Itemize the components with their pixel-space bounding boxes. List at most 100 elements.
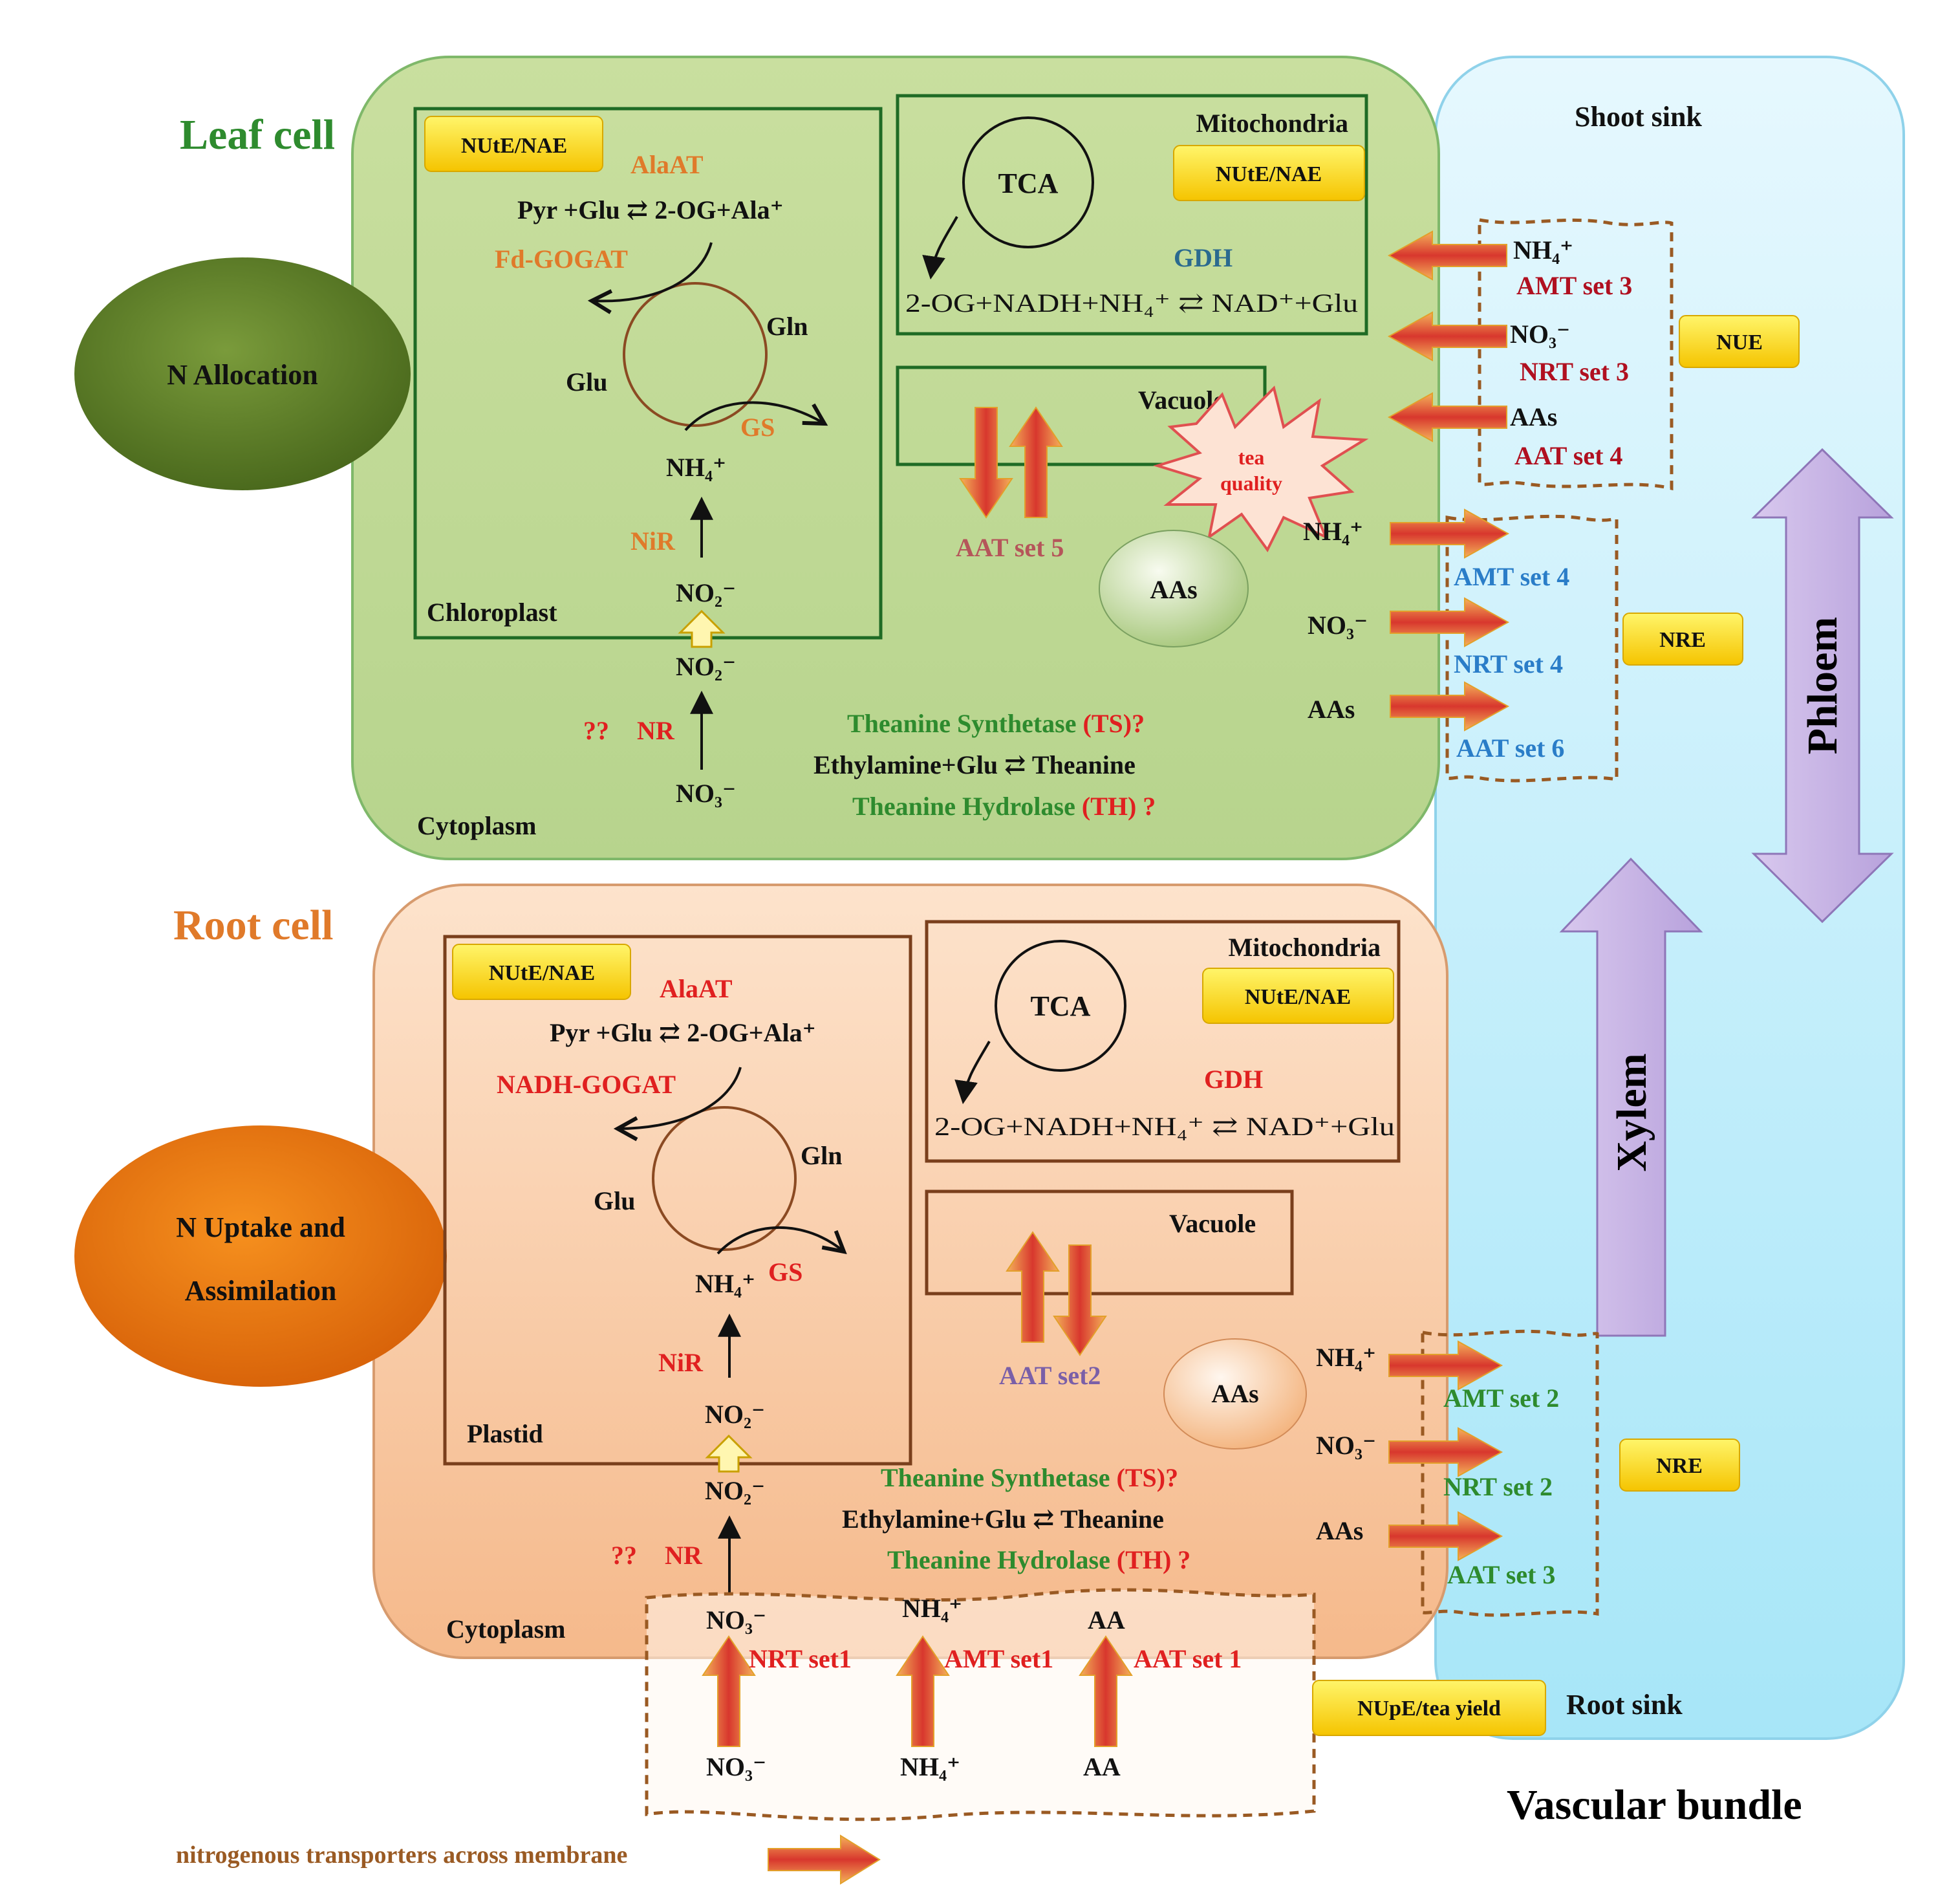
- leaf-aas-pool-label: AAs: [1150, 575, 1197, 604]
- leaf-in-nh4: NH₄⁺: [1513, 235, 1573, 265]
- leaf-in-no3: NO₃⁻: [1510, 320, 1570, 349]
- amt-set-4-label: AMT set 4: [1454, 562, 1569, 591]
- root-gs-gogat-cycle: [652, 1106, 797, 1251]
- aat-set-2-label: AAT set2: [999, 1361, 1101, 1390]
- nupe-badge: [1312, 1680, 1546, 1736]
- legend-transport-arrow: [768, 1834, 881, 1885]
- leaf-mito-badge-label: NUtE/NAE: [1216, 162, 1322, 186]
- leaf-inflow-transport-box: [1478, 217, 1674, 491]
- root-glu-label: Glu: [594, 1186, 635, 1215]
- leaf-gs-gogat-cycle: [623, 282, 768, 427]
- leaf-alaat-label: AlaAT: [630, 150, 704, 179]
- root-gogat-arrow: [613, 1067, 742, 1142]
- xylem-label: Xylem: [1608, 1053, 1655, 1171]
- root-gogat-label: NADH-GOGAT: [497, 1070, 676, 1099]
- aat-set1-arrow: [1079, 1635, 1133, 1747]
- n-uptake-oval: [74, 1125, 447, 1387]
- leaf-aas-pool: [1099, 530, 1249, 647]
- nrt-set-4-arrow: [1390, 597, 1510, 647]
- nupe-badge-label: NUpE/tea yield: [1357, 1697, 1501, 1721]
- nre-leaf-badge-label: NRE: [1659, 628, 1706, 652]
- nue-badge: [1679, 315, 1800, 368]
- uptake-aa-inner: AA: [1088, 1605, 1125, 1635]
- root-out-nh4: NH₄⁺: [1316, 1343, 1376, 1372]
- root-vacuole-label: Vacuole: [1169, 1209, 1256, 1238]
- leaf-gogat-label: Fd-GOGAT: [495, 244, 628, 274]
- root-aas-pool: [1163, 1338, 1307, 1450]
- leaf-cell-title: Leaf cell: [180, 111, 335, 158]
- root-nr-label: NR: [665, 1541, 703, 1570]
- root-nitrite-transport-arrow: [705, 1434, 753, 1473]
- chloroplast: [413, 107, 883, 640]
- phloem-arrow: [1751, 448, 1894, 924]
- leaf-in-aas: AAs: [1510, 402, 1557, 431]
- nrt-set-2-label: NRT set 2: [1443, 1472, 1553, 1501]
- tea-quality-label-2: quality: [1220, 472, 1282, 495]
- root-mito-badge: [1202, 968, 1394, 1024]
- root-theanine-reaction: Ethylamine+Glu ⇄ Theanine: [842, 1504, 1164, 1534]
- root-out-no3: NO₃⁻: [1316, 1431, 1376, 1460]
- amt-set-3-arrow: [1387, 230, 1507, 281]
- root-out-aas: AAs: [1316, 1516, 1363, 1545]
- nrt-set-3-arrow: [1387, 311, 1507, 362]
- nrt-set-4-label: NRT set 4: [1454, 649, 1563, 679]
- root-gln-label: Gln: [801, 1141, 842, 1170]
- chloroplast-label: Chloroplast: [427, 598, 557, 627]
- leaf-gdh-reaction: 2-OG+NADH+NH₄⁺ ⇄ NAD⁺+Glu: [905, 288, 1358, 318]
- leaf-vacuole-in-arrow: [1009, 406, 1063, 518]
- leaf-mitochondria: [896, 94, 1368, 336]
- vascular-bundle-label: Vascular bundle: [1507, 1781, 1802, 1829]
- root-tca-label: TCA: [1031, 990, 1091, 1022]
- amt-set-2-arrow: [1388, 1340, 1503, 1391]
- root-uptake-transport-box: [645, 1588, 1316, 1821]
- leaf-no3-cytoplasm: NO₃⁻: [676, 779, 736, 808]
- aat-set1-label: AAT set 1: [1134, 1644, 1242, 1673]
- leaf-gln-label: Gln: [766, 312, 808, 341]
- root-sink-label: Root sink: [1566, 1689, 1683, 1721]
- root-ts-label: Theanine Synthetase (TS)?: [881, 1463, 1178, 1492]
- leaf-ts-label: Theanine Synthetase (TS)?: [847, 709, 1145, 738]
- leaf-vacuole-out-arrow: [959, 407, 1013, 519]
- leaf-no2-cytoplasm: NO₂⁻: [676, 652, 736, 681]
- leaf-gs-arrow: [684, 401, 828, 431]
- plastid-badge: [452, 944, 631, 1000]
- root-alaat-reaction: Pyr +Glu ⇄ 2-OG+Ala⁺: [550, 1018, 816, 1047]
- shoot-sink-label: Shoot sink: [1575, 101, 1702, 133]
- xylem-arrow: [1559, 857, 1703, 1337]
- root-mito-badge-label: NUtE/NAE: [1245, 985, 1351, 1009]
- nre-leaf-badge: [1622, 613, 1743, 666]
- leaf-th-label: Theanine Hydrolase (TH) ?: [852, 792, 1156, 821]
- root-mitochondria-label: Mitochondria: [1228, 933, 1381, 962]
- root-vacuole-out-arrow: [1053, 1244, 1107, 1356]
- uptake-aa-outer: AA: [1083, 1752, 1121, 1781]
- nrt-set1-label: NRT set1: [749, 1644, 852, 1673]
- leaf-nr-question: ??: [583, 716, 609, 745]
- leaf-gs-label: GS: [740, 413, 775, 442]
- n-uptake-label-1: N Uptake and: [176, 1211, 345, 1243]
- leaf-cytoplasm-label: Cytoplasm: [417, 811, 536, 840]
- n-allocation-oval: [74, 257, 411, 490]
- root-no2-cytoplasm: NO₂⁻: [705, 1476, 765, 1505]
- amt-set1-label: AMT set1: [944, 1644, 1053, 1673]
- nue-badge-label: NUE: [1716, 331, 1763, 354]
- nrt-set-2-arrow: [1388, 1427, 1503, 1477]
- nre-root-badge-label: NRE: [1656, 1454, 1703, 1478]
- plastid-badge-label: NUtE/NAE: [489, 961, 595, 985]
- leaf-tca-cycle: [962, 116, 1094, 248]
- root-cell-title: Root cell: [173, 902, 333, 949]
- aat-set-3-arrow: [1388, 1511, 1503, 1561]
- leaf-out-no3: NO₃⁻: [1308, 611, 1368, 640]
- nre-root-badge: [1619, 1439, 1740, 1492]
- leaf-out-aas: AAs: [1308, 695, 1355, 724]
- leaf-gdh-label: GDH: [1174, 243, 1233, 272]
- nrt-set-3-label: NRT set 3: [1520, 357, 1629, 386]
- amt-set1-arrow: [896, 1635, 950, 1747]
- aat-set-6-arrow: [1390, 681, 1510, 732]
- leaf-theanine-reaction: Ethylamine+Glu ⇄ Theanine: [813, 750, 1136, 779]
- leaf-gogat-arrow: [587, 242, 713, 314]
- leaf-out-nh4: NH₄⁺: [1303, 517, 1363, 546]
- root-cytoplasm-label: Cytoplasm: [446, 1614, 565, 1644]
- vascular-bundle-region: [1434, 56, 1905, 1740]
- leaf-nir-label: NiR: [630, 527, 676, 556]
- root-gs-label: GS: [768, 1257, 802, 1287]
